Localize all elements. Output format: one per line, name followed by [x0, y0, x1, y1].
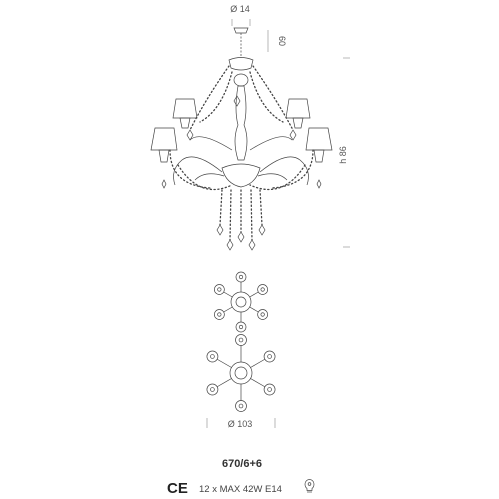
garland-left-under	[177, 164, 233, 191]
central-stem	[234, 85, 248, 161]
lower-tier-arm-6	[217, 358, 232, 368]
arm-right-outer	[259, 156, 309, 186]
drop-strand-1	[219, 189, 223, 226]
crystal-garlands	[169, 65, 314, 241]
garland-left-mid	[199, 71, 233, 123]
upper-tier-arm-2	[249, 291, 259, 298]
lower-tier-arm-3	[250, 378, 265, 388]
candle-cup-lower-right	[313, 149, 325, 163]
upper-tier-arm-end-2	[257, 284, 269, 295]
candle-cup-upper-left	[179, 117, 191, 129]
upper-tier-hub-outer	[230, 291, 252, 313]
garland-right-under	[249, 164, 306, 191]
upper-tier-arm-end-3	[257, 309, 269, 320]
lamp-spec: 12 x MAX 42W E14	[199, 484, 282, 495]
drop-5	[258, 224, 266, 236]
upper-tier-arm-5	[223, 306, 233, 313]
lower-tier-arm-5	[217, 378, 232, 388]
lower-tier-arm-end-dot-2	[267, 354, 272, 359]
drop-6	[186, 129, 194, 141]
lampshade-upper-right	[285, 98, 311, 119]
arm-left-outer	[173, 156, 223, 186]
lower-tier-arm-end-6	[206, 350, 219, 363]
drop-7	[289, 129, 297, 141]
upper-tier-hub-inner	[235, 296, 247, 308]
arm-left-upper	[189, 136, 233, 151]
candle-cup-lower-left	[158, 149, 170, 163]
drop-10	[233, 95, 241, 107]
drop-4	[248, 239, 256, 251]
bulb-certification-icon	[304, 479, 315, 493]
top-crown	[228, 57, 254, 71]
lower-tier-arm-end-dot-6	[210, 354, 215, 359]
ce-mark: CE	[167, 480, 188, 497]
chain-height-label: 60	[277, 36, 287, 46]
lower-tier-hub-inner	[234, 366, 248, 380]
upper-tier-arm-end-6	[213, 284, 225, 295]
candle-cup-upper-right	[292, 117, 304, 129]
upper-tier-arm-end-dot-5	[217, 312, 222, 317]
arm-right-inner	[257, 173, 288, 181]
top-view-lower-tier	[206, 334, 276, 412]
lower-tier-arm-end-2	[263, 350, 276, 363]
lampshade-lower-right	[305, 127, 333, 151]
pendant-drops	[161, 95, 322, 251]
chandelier-side-view	[150, 27, 333, 188]
upper-tier-arm-end-4	[235, 321, 247, 333]
central-bowl	[221, 163, 261, 188]
lower-tier-arm-end-3	[263, 383, 276, 396]
drop-8	[161, 179, 167, 189]
lampshade-lower-left	[150, 127, 178, 151]
drop-strand-4	[250, 189, 253, 241]
upper-tier-arm-end-dot-6	[217, 287, 222, 292]
upper-tier-arm-end-dot-3	[260, 312, 265, 317]
lower-tier-arm-2	[250, 358, 265, 368]
top-view-upper-tier	[213, 271, 269, 333]
drop-1	[216, 224, 224, 236]
upper-tier-arm-6	[223, 291, 233, 298]
product-code: 670/6+6	[222, 458, 262, 470]
garland-right-mid	[249, 71, 284, 123]
drop-9	[316, 179, 322, 189]
crown-bulb	[233, 73, 249, 87]
drop-2	[226, 239, 234, 251]
lower-tier-arm-end-dot-3	[267, 387, 272, 392]
garland-left-top	[189, 65, 230, 131]
total-height-label: h 86	[338, 146, 348, 164]
upper-tier-arm-end-5	[213, 309, 225, 320]
drop-strand-5	[259, 189, 263, 226]
top-diameter-label: Ø 14	[230, 4, 250, 14]
upper-tier-arm-3	[249, 306, 259, 313]
lower-tier-arm-end-5	[206, 383, 219, 396]
lower-tier-hub-outer	[229, 361, 253, 385]
drop-strand-2	[229, 189, 232, 241]
lower-tier-arm-end-1	[235, 334, 247, 346]
arm-left-inner	[194, 173, 225, 181]
lower-tier-arm-end-dot-1	[238, 337, 244, 343]
lower-tier-arm-end-4	[235, 400, 247, 412]
lampshade-upper-left	[172, 98, 198, 119]
lower-tier-arm-end-dot-5	[210, 387, 215, 392]
ceiling-canopy	[233, 27, 249, 34]
arm-right-upper	[249, 136, 293, 151]
upper-tier-arm-end-dot-4	[238, 324, 244, 330]
drop-3	[237, 231, 245, 243]
upper-tier-arm-end-1	[235, 271, 247, 283]
upper-tier-arm-end-dot-1	[238, 274, 244, 280]
garland-right-top	[252, 65, 294, 131]
lower-tier-arm-end-dot-4	[238, 403, 244, 409]
garland-left-low	[169, 149, 211, 189]
upper-tier-arm-end-dot-2	[260, 287, 265, 292]
bottom-diameter-label: Ø 103	[228, 419, 253, 429]
